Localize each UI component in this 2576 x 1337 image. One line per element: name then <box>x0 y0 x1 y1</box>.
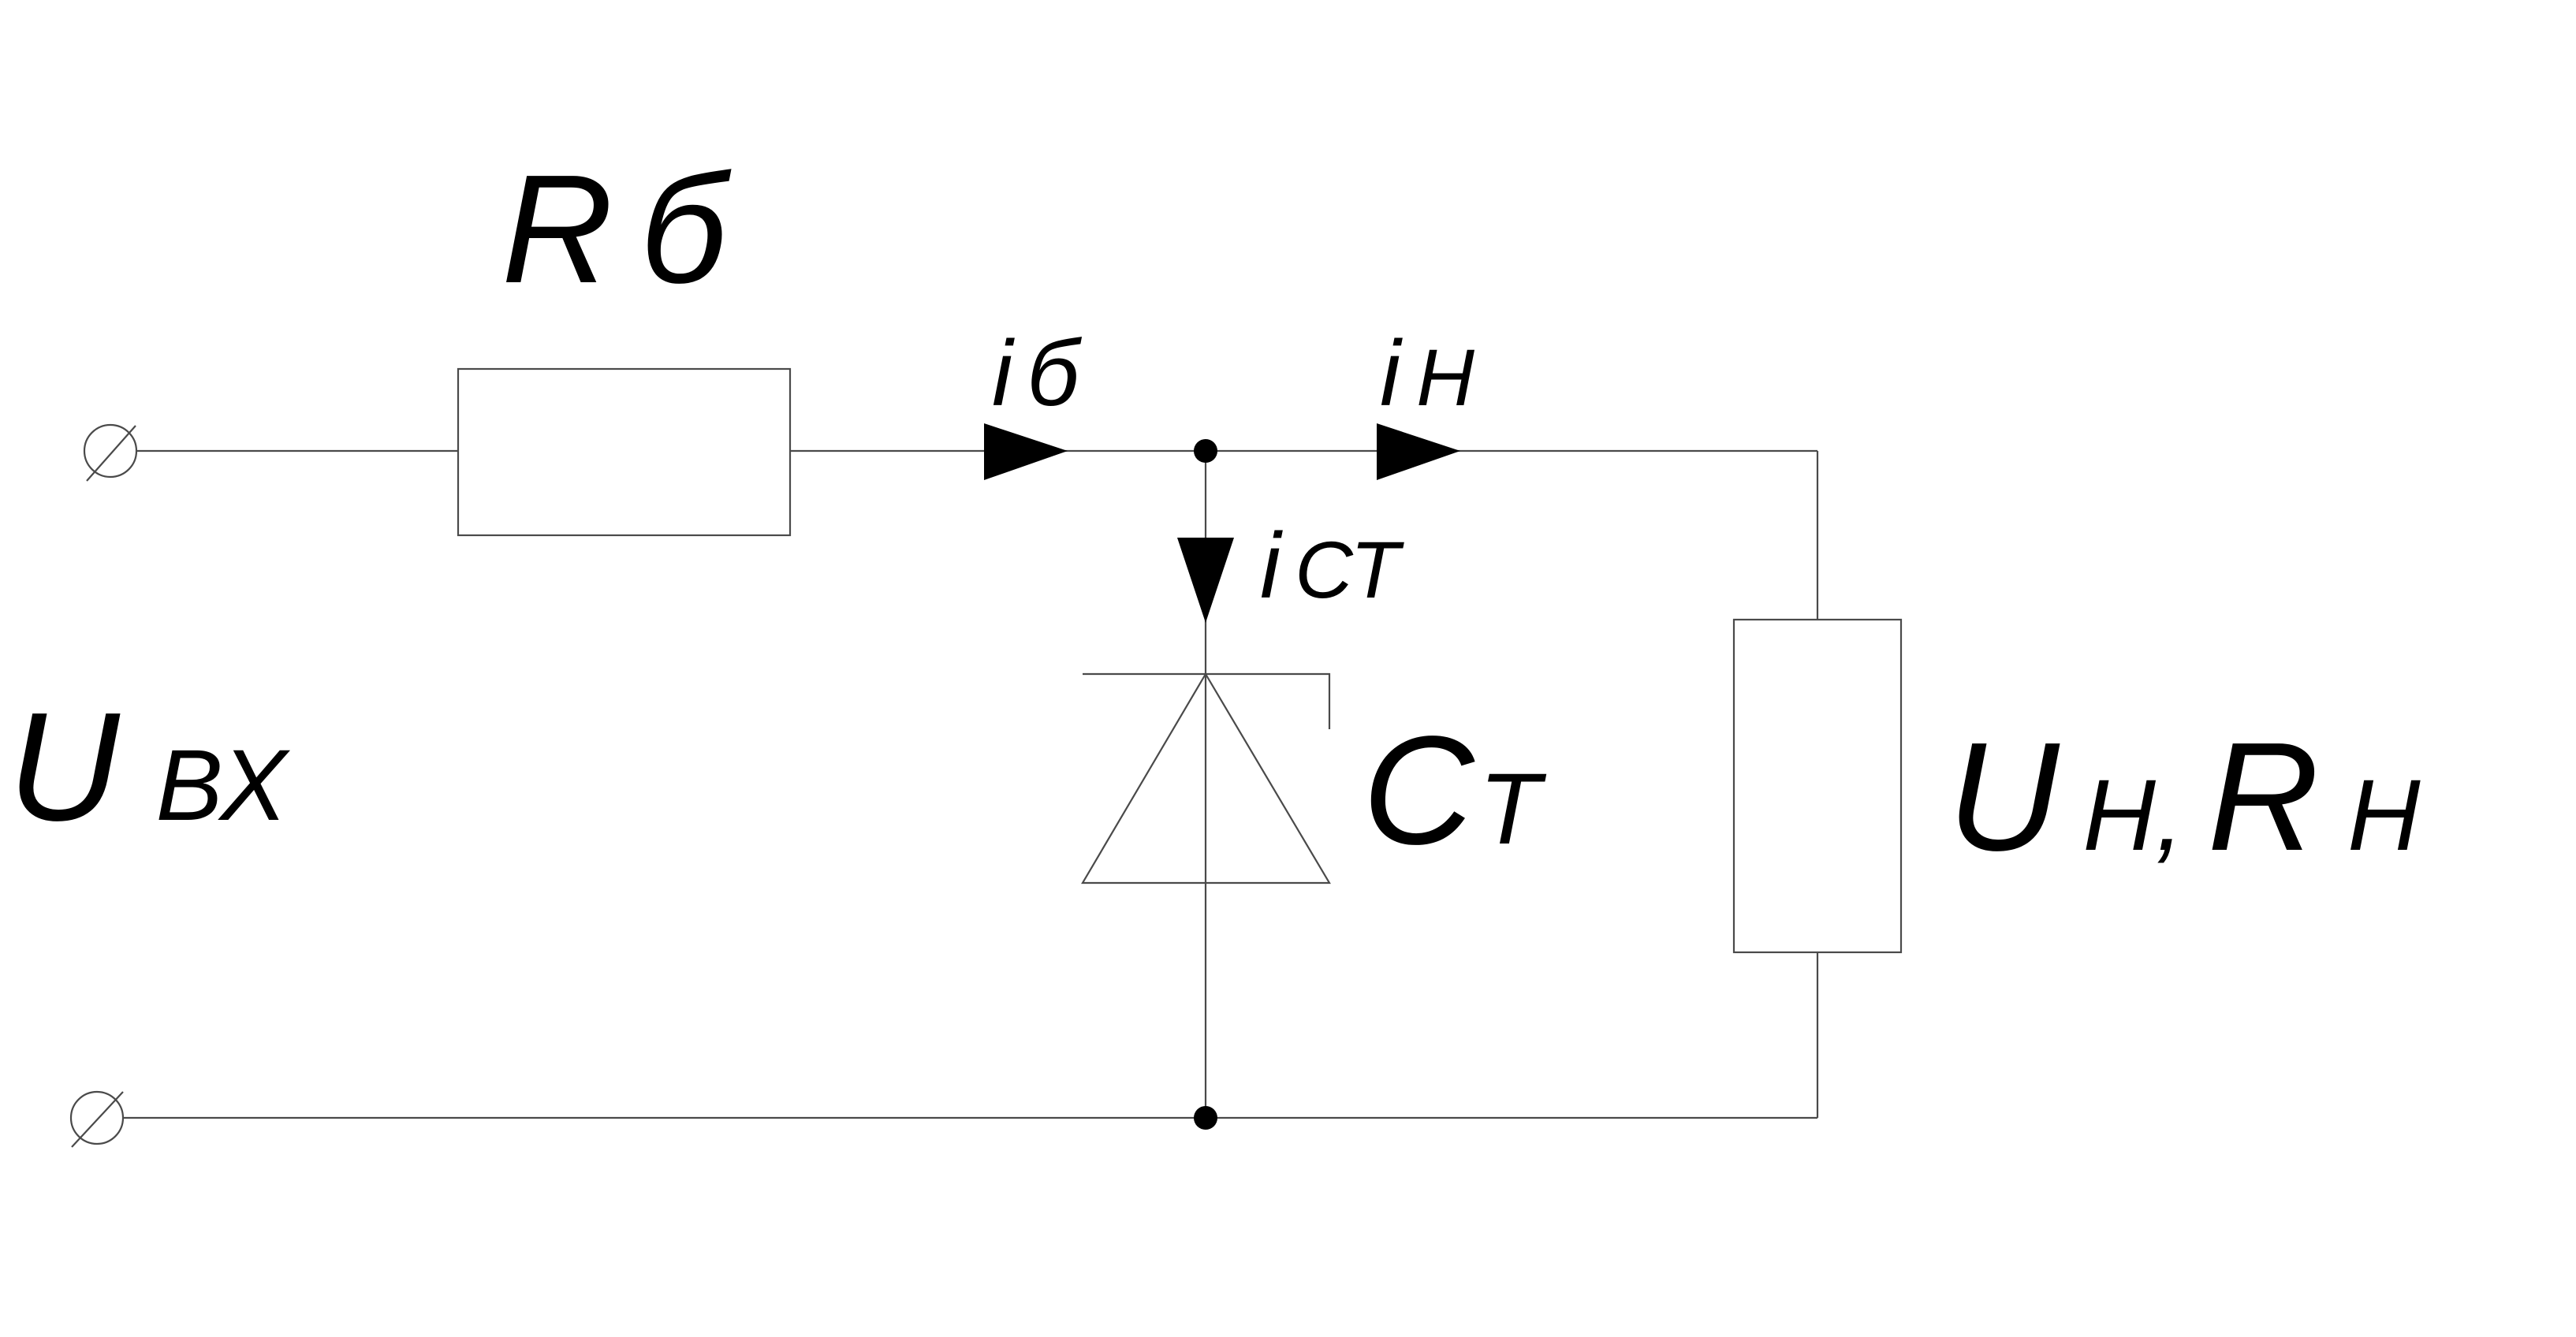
junction-top <box>1194 439 1217 463</box>
label-load-current-sub: Н <box>1416 333 1474 423</box>
label-input-voltage-main: U <box>8 680 121 853</box>
ballast-resistor <box>457 367 792 537</box>
label-zener-current-sub: СТ <box>1295 525 1404 615</box>
label-ballast-resistor-sub: б <box>640 143 732 315</box>
label-input-voltage: U ВХ <box>8 680 291 853</box>
arrow-load-current <box>1377 423 1460 480</box>
label-ballast-current-sub: б <box>1027 322 1082 426</box>
input-terminal-bottom <box>69 1090 125 1148</box>
load-resistor <box>1732 618 1903 954</box>
junction-bottom <box>1194 1106 1217 1130</box>
input-terminal-top <box>83 423 138 482</box>
label-load-u-sub: Н, <box>2083 759 2184 872</box>
label-load-r-main: R <box>2208 710 2320 883</box>
label-ballast-resistor-main: R <box>501 143 613 315</box>
label-zener-diode: СТ <box>1363 704 1547 877</box>
label-load-r-sub: Н <box>2347 759 2421 872</box>
label-ballast-current-main: i <box>992 322 1015 426</box>
arrow-ballast-current <box>984 423 1068 480</box>
label-load-u-main: U <box>1948 710 2060 883</box>
label-load-current-main: i <box>1380 322 1403 426</box>
label-input-voltage-sub: ВХ <box>156 729 291 842</box>
label-zener-current-main: i <box>1260 514 1283 618</box>
label-zener-diode-sub: Т <box>1479 753 1547 866</box>
label-zener-diode-main: С <box>1363 704 1475 877</box>
arrow-zener-current <box>1177 538 1234 623</box>
